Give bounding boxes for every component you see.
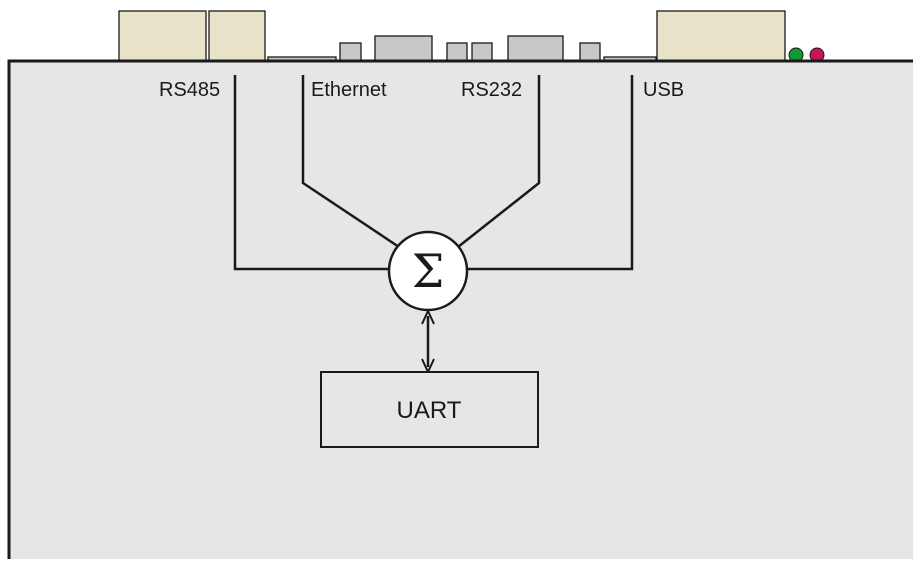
label-rs232: RS232 — [461, 79, 522, 101]
arrow-head-up-icon — [421, 308, 435, 325]
line-ethernet — [301, 75, 400, 249]
line-rs232 — [457, 75, 541, 248]
small-port-2 — [446, 42, 468, 62]
rs485-connector-right — [208, 10, 266, 62]
uart-box — [320, 371, 539, 448]
power-connector — [656, 10, 786, 62]
ethernet-connector — [374, 35, 433, 62]
rs485-connector-left — [118, 10, 207, 62]
small-port-3 — [471, 42, 493, 62]
rs232-connector — [507, 35, 564, 62]
connector-row — [118, 10, 786, 62]
summation-symbol: Σ — [412, 244, 445, 298]
small-port-4 — [579, 42, 601, 62]
label-rs485: RS485 — [159, 79, 220, 101]
label-ethernet: Ethernet — [311, 79, 387, 101]
uart-label: UART — [397, 397, 462, 424]
device-panel — [7, 59, 913, 564]
line-rs485 — [233, 75, 389, 271]
line-usb — [467, 75, 634, 271]
label-usb: USB — [643, 79, 684, 101]
small-port-1 — [339, 42, 362, 62]
